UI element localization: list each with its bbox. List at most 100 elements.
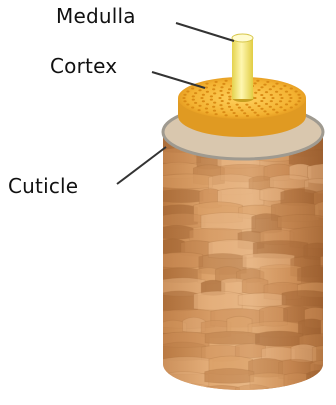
cortex-pore (245, 104, 248, 106)
cortex-pore (183, 94, 186, 96)
cortex-pore (225, 80, 228, 82)
cortex-pore (222, 83, 225, 85)
cortex-pore (248, 106, 251, 108)
cortex-pore (262, 97, 265, 99)
cortex-pore (228, 106, 231, 108)
cortex-pore (200, 97, 203, 99)
cortex-pore (272, 85, 275, 87)
cortex-pore (182, 97, 185, 99)
cortex-pore (263, 110, 266, 112)
medulla-label: Medulla (56, 4, 136, 28)
cortex-pore (194, 102, 197, 104)
cortex-pore (297, 94, 300, 96)
cortex-pore (220, 108, 223, 110)
cortex-pointer (152, 72, 205, 88)
cortex-pore (279, 100, 282, 102)
cuticle-scale (317, 383, 336, 401)
cortex-pore (260, 94, 263, 96)
cortex-pore (213, 102, 216, 104)
cortex-pore (275, 91, 278, 93)
cortex-pore (280, 97, 283, 99)
cortex-pore (230, 109, 233, 111)
cortex-pore (265, 91, 268, 93)
cortex-pore (257, 105, 260, 107)
cortex-pore (256, 114, 259, 116)
cortex-pore (266, 113, 269, 115)
cortex-pore (275, 83, 278, 85)
cortex-pore (191, 107, 194, 109)
cortex-pore (254, 82, 257, 84)
cortex-pore (265, 103, 268, 105)
cortex-pore (225, 114, 228, 116)
cortex-pore (243, 112, 246, 114)
cortex-pore (275, 111, 278, 113)
cortex-pore (235, 115, 238, 117)
cortex-pore (275, 103, 278, 105)
cortex-pore (240, 109, 243, 111)
cortex-pore (205, 83, 208, 85)
cortex-pore (192, 95, 195, 97)
cortex-label: Cortex (50, 54, 117, 78)
cuticle-scale (266, 387, 321, 400)
cortex-pore (283, 85, 286, 87)
cortex-pore (254, 102, 257, 104)
cortex-pore (218, 97, 221, 99)
cortex-pore (183, 100, 186, 102)
cortex-pore (233, 112, 236, 114)
cortex-pore (198, 89, 201, 91)
cortex-pore (221, 94, 224, 96)
cortex-pore (205, 108, 208, 110)
cortex-pore (198, 109, 201, 111)
cortex-pore (198, 105, 201, 107)
cortex-pore (257, 89, 260, 91)
shaft-shading (160, 130, 326, 400)
cortex-pore (202, 94, 205, 96)
cortex-pore (290, 107, 293, 109)
cortex-pore (298, 97, 301, 99)
cortex-pore (260, 108, 263, 110)
cortex-pore (221, 100, 224, 102)
cortex-pore (228, 98, 231, 100)
cortex-pore (210, 95, 213, 97)
cortex-pore (269, 106, 272, 108)
cortex-pore (288, 100, 291, 102)
cortex-pore (269, 88, 272, 90)
cortex-pore (213, 84, 216, 86)
cortex-pore (206, 103, 209, 105)
cuticle-scale (325, 293, 336, 313)
cortex-pore (279, 106, 282, 108)
cortex-pore (260, 100, 263, 102)
cortex-pore (288, 94, 291, 96)
cortex-pore (295, 104, 298, 106)
cortex-pore (256, 80, 259, 82)
cortex-pore (215, 113, 218, 115)
cortex-pore (210, 99, 213, 101)
cortex-pore (272, 109, 275, 111)
cortex-pore (254, 92, 257, 94)
cortex-pore (290, 88, 293, 90)
cortex-pore (191, 88, 194, 90)
cortex-pore (270, 94, 273, 96)
cortex-pore (205, 87, 208, 89)
cortex-pore (192, 99, 195, 101)
cuticle-scale (324, 216, 336, 230)
cuticle-shaft (160, 130, 336, 401)
cortex-pore (220, 86, 223, 88)
medulla-pointer (176, 23, 234, 41)
cortex-pore (260, 86, 263, 88)
cortex-pore (266, 81, 269, 83)
cortex-pore (297, 100, 300, 102)
cortex-pore (219, 90, 222, 92)
cortex-pore (271, 97, 274, 99)
cortex-pore (222, 111, 225, 113)
cortex-pore (215, 81, 218, 83)
cortex-pore (213, 92, 216, 94)
cortex-pore (251, 109, 254, 111)
cortex-pore (279, 94, 282, 96)
cortex-pore (186, 91, 189, 93)
cuticle-pointer (117, 147, 166, 184)
cortex-pore (227, 102, 230, 104)
cuticle-scale (323, 307, 336, 326)
cortex-pore (289, 97, 292, 99)
cortex-pore (263, 84, 266, 86)
